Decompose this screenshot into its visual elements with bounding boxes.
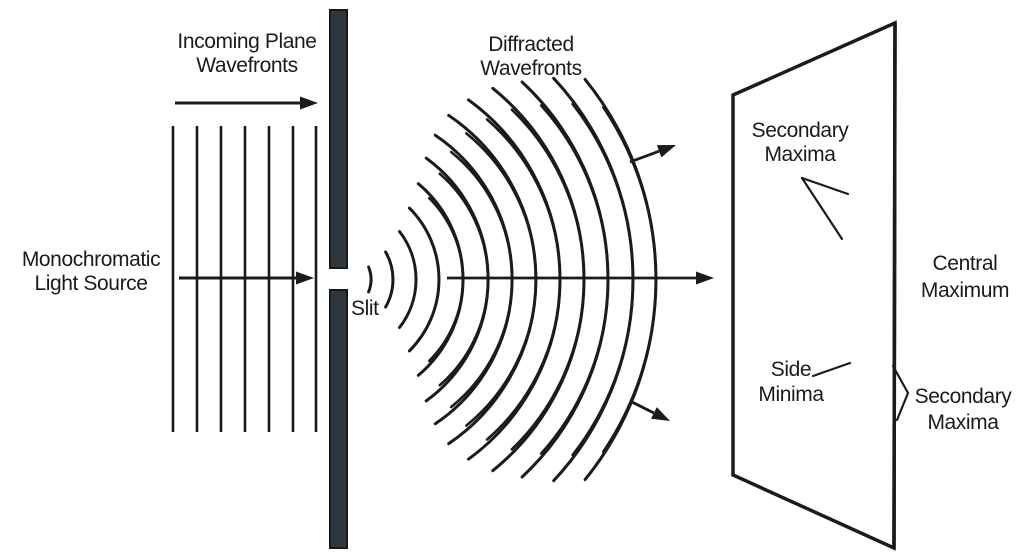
diffracted-wavefront-arc-inner: [602, 106, 658, 453]
slit-label: Slit: [351, 297, 379, 320]
slit-barrier-lower: [329, 289, 348, 549]
upper-diffracted-arrow-head: [656, 145, 676, 158]
side-minima-label-line2: Minima: [758, 383, 824, 406]
viewing-screen-right-edge: [892, 22, 897, 549]
diffracted-wavefront-arc: [424, 156, 490, 403]
diffracted-wavefront-arc-inner: [465, 132, 538, 427]
monochromatic-light-source-label-line1: Monochromatic: [21, 248, 161, 271]
light-source-arrow-head: [296, 271, 314, 285]
diffracted-wavefront-arc-inner: [428, 196, 465, 363]
secondary-maxima-left-wedge-b: [800, 176, 844, 241]
incoming-plane-wavefronts-label: Incoming Plane Wavefronts: [147, 30, 347, 78]
secondary-maxima-right-wedge-b: [895, 391, 910, 422]
incoming-plane-wavefronts-label-line1: Incoming Plane: [177, 30, 317, 53]
incoming-plane-wavefronts-label-line2: Wavefronts: [196, 54, 298, 77]
diffracted-wavefronts-label: Diffracted Wavefronts: [431, 33, 631, 81]
upper-diffracted-arrow: [629, 149, 660, 164]
diffracted-wavefronts-label-line1: Diffracted: [488, 33, 574, 56]
slit-barrier-upper: [329, 9, 348, 269]
side-minima-pointer: [811, 361, 852, 378]
secondary-maxima-left-wedge-a: [800, 176, 850, 196]
central-maximum-label: Central Maximum: [885, 250, 1024, 304]
lower-diffracted-arrow: [629, 399, 655, 415]
incoming-arrow-head: [300, 96, 318, 110]
central-maximum-label-line1: Central: [932, 252, 998, 275]
central-maximum-label-line2: Maximum: [920, 279, 1010, 302]
diffracted-wavefront-arc: [367, 265, 373, 294]
side-minima-label-line1: Side: [770, 358, 812, 381]
secondary-maxima-upper-label-line2: Maxima: [764, 143, 836, 166]
secondary-maxima-lower-label-line1: Secondary: [914, 385, 1012, 408]
diffracted-wavefront-arc-inner: [438, 172, 490, 387]
central-ray-arrow-head: [696, 271, 714, 285]
diffracted-wavefront-arc: [384, 250, 395, 309]
monochromatic-light-source-label-line2: Light Source: [34, 272, 148, 295]
secondary-maxima-lower-label: Secondary Maxima: [883, 384, 1024, 436]
secondary-maxima-lower-label-line2: Maxima: [927, 411, 999, 434]
monochromatic-light-source-label: Monochromatic Light Source: [0, 248, 182, 296]
secondary-maxima-right-wedge-a: [891, 364, 910, 395]
diffracted-wavefront-arc-inner: [510, 108, 586, 451]
diffracted-wavefront-arc-inner: [449, 150, 514, 409]
viewing-screen: [731, 20, 897, 551]
side-minima-label: Side Minima: [711, 357, 871, 407]
diffracted-wavefront-arc-inner: [571, 102, 635, 457]
diffracted-wavefront-arc-inner: [485, 118, 562, 441]
secondary-maxima-upper-label: Secondary Maxima: [720, 119, 880, 167]
secondary-maxima-upper-label-line1: Secondary: [751, 119, 849, 142]
lower-diffracted-arrow-head: [650, 407, 670, 421]
diffracted-wavefront-arc: [398, 230, 418, 329]
diffracted-wavefront-arc: [407, 206, 441, 353]
diffracted-wavefronts-label-line2: Wavefronts: [480, 57, 582, 80]
diffracted-wavefront-arc-inner: [539, 104, 610, 455]
